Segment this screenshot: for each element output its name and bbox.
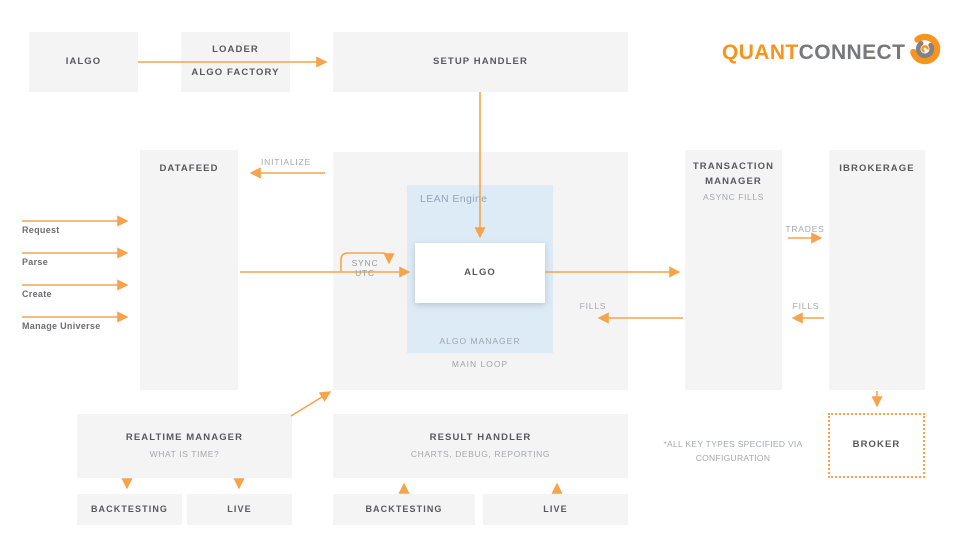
node-ibrokerage: IBROKERAGE	[829, 150, 925, 390]
node-setup-handler-label: SETUP HANDLER	[433, 55, 528, 67]
node-setup-handler: SETUP HANDLER	[333, 32, 628, 92]
arrow-realtime-manager-to-main-loop	[290, 391, 332, 417]
node-live-left: LIVE	[187, 494, 292, 525]
node-backtesting-left-label: BACKTESTING	[90, 503, 169, 514]
datafeed-action-create: Create	[22, 289, 52, 299]
edge-label-fills-inner: FILLS	[579, 301, 607, 311]
node-algo: ALGO	[415, 243, 545, 303]
node-realtime-manager-label: REALTIME MANAGER	[125, 432, 244, 444]
algo-manager-caption: ALGO MANAGER	[439, 336, 521, 346]
node-backtesting-center: BACKTESTING	[333, 494, 475, 525]
datafeed-action-manage-universe: Manage Universe	[22, 321, 101, 331]
node-algo-label: ALGO	[464, 266, 496, 278]
node-realtime-manager-subtitle: WHAT IS TIME?	[149, 448, 220, 459]
datafeed-action-parse: Parse	[22, 257, 49, 267]
node-lean-engine-label: LEAN Engine	[420, 193, 488, 205]
node-lean-engine: LEAN Engine ALGO ALGO MANAGER	[407, 185, 553, 353]
config-footnote: *ALL KEY TYPES SPECIFIED VIA CONFIGURATI…	[663, 439, 803, 464]
node-datafeed-label: DATAFEED	[159, 163, 219, 174]
edge-label-initialize: INITIALIZE	[260, 157, 312, 167]
node-live-center: LIVE	[483, 494, 628, 525]
node-ialgo: IALGO	[29, 32, 138, 92]
node-live-center-label: LIVE	[543, 503, 568, 514]
edge-label-fills-broker: FILLS	[792, 301, 820, 311]
node-algo-factory-label: ALGO FACTORY	[191, 67, 280, 79]
node-realtime-manager: REALTIME MANAGER WHAT IS TIME?	[77, 414, 292, 478]
node-transaction-manager: TRANSACTION MANAGER ASYNC FILLS	[685, 150, 782, 390]
logo-text-connect: CONNECT	[798, 41, 906, 64]
node-result-handler-subtitle: CHARTS, DEBUG, REPORTING	[410, 448, 551, 459]
node-transaction-manager-label: TRANSACTION MANAGER	[692, 161, 775, 187]
main-loop-caption: MAIN LOOP	[451, 359, 509, 369]
node-backtesting-center-label: BACKTESTING	[365, 503, 443, 514]
node-loader-label: LOADER	[212, 44, 259, 55]
logo-text-quant: QUANT	[722, 41, 799, 64]
node-loader-algo-factory: LOADER ALGO FACTORY	[181, 32, 290, 92]
quantconnect-swirl-icon	[910, 33, 941, 65]
datafeed-action-request: Request	[22, 225, 60, 235]
edge-label-sync-utc: SYNC UTC	[351, 258, 379, 278]
node-result-handler-label: RESULT HANDLER	[429, 432, 532, 444]
node-datafeed: DATAFEED	[140, 150, 238, 390]
edge-label-trades: TRADES	[785, 224, 825, 234]
node-result-handler: RESULT HANDLER CHARTS, DEBUG, REPORTING	[333, 414, 628, 478]
node-live-left-label: LIVE	[227, 503, 252, 514]
node-backtesting-left: BACKTESTING	[77, 494, 182, 525]
node-broker-label: BROKER	[852, 439, 901, 451]
node-broker: BROKER	[828, 413, 925, 478]
node-ibrokerage-label: IBROKERAGE	[839, 163, 915, 174]
node-ialgo-label: IALGO	[65, 55, 102, 67]
node-transaction-manager-subtitle: ASYNC FILLS	[703, 192, 764, 203]
